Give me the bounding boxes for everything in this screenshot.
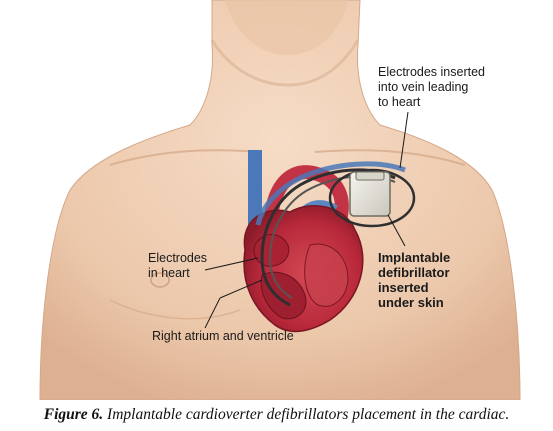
caption-text: Implantable cardioverter defibrillators … — [103, 406, 510, 423]
nipple-left — [150, 272, 170, 288]
pectoral-line — [109, 299, 241, 320]
vein-lead — [255, 161, 406, 226]
chin-shape — [225, 0, 348, 55]
lead-coil — [328, 168, 416, 228]
leader-vein — [399, 111, 409, 169]
caption-label: Figure 6. — [43, 406, 104, 423]
label-device: Implantable defibrillator inserted under… — [378, 250, 454, 310]
figure-caption: Figure 6. Implantable cardioverter defib… — [0, 406, 553, 424]
device-header — [355, 171, 385, 181]
icd-placement-illustration: Electrodes inserted into vein leading to… — [39, 0, 521, 400]
label-atrium-ventricle: Right atrium and ventricle — [152, 329, 294, 343]
label-electrodes-vein: Electrodes inserted into vein leading to… — [378, 65, 489, 109]
leader-atrium-2 — [219, 279, 263, 299]
lead-wire-outer — [260, 168, 396, 307]
neck-shadow — [210, 39, 360, 87]
leader-device — [387, 214, 406, 247]
right-collarbone — [314, 149, 466, 166]
left-ventricle — [304, 243, 349, 307]
left-collarbone — [109, 149, 263, 166]
leader-heart — [204, 257, 259, 271]
label-electrodes-heart: Electrodes in heart — [148, 251, 211, 280]
right-ventricle — [260, 271, 307, 320]
leader-atrium — [204, 297, 221, 329]
